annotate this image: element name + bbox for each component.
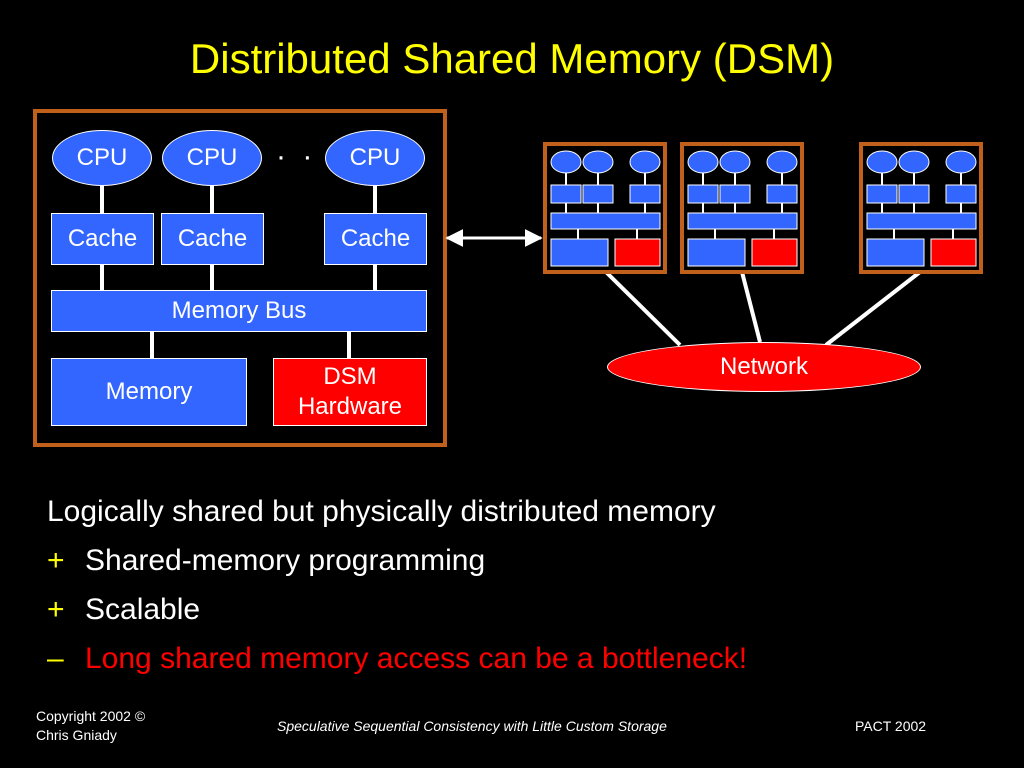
- cpu1-cache-link: [100, 186, 104, 214]
- mini-cache: [945, 184, 977, 204]
- mini-bus: [866, 212, 977, 230]
- mini-node-3: [859, 142, 983, 274]
- dsm-hardware: DSM Hardware: [273, 358, 427, 426]
- bullet-text: Scalable: [85, 593, 201, 626]
- mini-cpu: [719, 150, 751, 174]
- slide-title: Distributed Shared Memory (DSM): [189, 35, 835, 82]
- mini-cache: [582, 184, 614, 204]
- bullet-item: –Long shared memory access can be a bott…: [47, 639, 747, 688]
- memory: Memory: [51, 358, 247, 426]
- mini-cache: [866, 184, 898, 204]
- mini-cache: [766, 184, 798, 204]
- cache-2: Cache: [161, 213, 264, 265]
- mini-cpu: [866, 150, 898, 174]
- network-link-1: [604, 270, 682, 347]
- bullet-list: Logically shared but physically distribu…: [47, 492, 747, 688]
- cache-3: Cache: [324, 213, 427, 265]
- mini-node-1: [543, 142, 667, 274]
- network: Network: [607, 342, 921, 392]
- mini-cache: [629, 184, 661, 204]
- mini-cpu: [898, 150, 930, 174]
- bullet-item: + Shared-memory programming: [47, 541, 747, 590]
- mini-cpu: [550, 150, 582, 174]
- mini-memory: [550, 238, 609, 267]
- mini-bus: [687, 212, 798, 230]
- mini-cpu: [582, 150, 614, 174]
- mini-cache: [898, 184, 930, 204]
- mini-cpu: [766, 150, 798, 174]
- memory-bus: Memory Bus: [51, 290, 427, 332]
- mini-node-frame: [543, 142, 667, 274]
- bullet-item: + Scalable: [47, 590, 747, 639]
- cache1-bus-link: [100, 264, 104, 290]
- mini-dsm: [614, 238, 661, 267]
- mini-cache: [550, 184, 582, 204]
- minus-marker: –: [47, 642, 64, 675]
- mini-cpu: [629, 150, 661, 174]
- mini-cache: [687, 184, 719, 204]
- mini-dsm: [751, 238, 798, 267]
- cpu-2: CPU: [162, 130, 262, 186]
- network-link-3: [824, 270, 922, 347]
- mini-cache: [719, 184, 751, 204]
- node-detail-frame: [33, 109, 447, 447]
- bus-memory-link: [150, 331, 154, 358]
- mini-node-frame: [680, 142, 804, 274]
- mini-node-frame: [859, 142, 983, 274]
- author-line: Chris Gniady: [36, 726, 117, 743]
- cache2-bus-link: [210, 264, 214, 290]
- footer-copyright: Copyright 2002 © Chris Gniady: [36, 707, 145, 745]
- bullet-text: Long shared memory access can be a bottl…: [85, 642, 748, 675]
- cache3-bus-link: [373, 264, 377, 290]
- mini-bus: [550, 212, 661, 230]
- mini-cpu: [687, 150, 719, 174]
- cache-1: Cache: [51, 213, 154, 265]
- bullet-item: Logically shared but physically distribu…: [47, 492, 747, 541]
- dsm-hardware-line2: Hardware: [297, 393, 403, 420]
- bullet-text: Shared-memory programming: [85, 544, 486, 577]
- mini-memory: [866, 238, 925, 267]
- mini-node-2: [680, 142, 804, 274]
- footer-title: Speculative Sequential Consistency with …: [277, 718, 667, 734]
- mini-memory: [687, 238, 746, 267]
- cpu3-cache-link: [373, 186, 377, 214]
- mini-cpu: [945, 150, 977, 174]
- network-link-2: [740, 271, 762, 343]
- copyright-line: Copyright 2002 ©: [36, 708, 146, 724]
- bullet-text: Logically shared but physically distribu…: [47, 495, 716, 528]
- cpu2-cache-link: [210, 186, 214, 214]
- cpu-1: CPU: [52, 130, 152, 186]
- bus-dsm-link: [347, 331, 351, 358]
- mini-dsm: [930, 238, 977, 267]
- footer-venue: PACT 2002: [855, 718, 927, 734]
- plus-marker: +: [47, 593, 65, 626]
- plus-marker: +: [47, 544, 65, 577]
- cpu-3: CPU: [325, 130, 425, 186]
- dsm-hardware-line1: DSM: [323, 363, 377, 390]
